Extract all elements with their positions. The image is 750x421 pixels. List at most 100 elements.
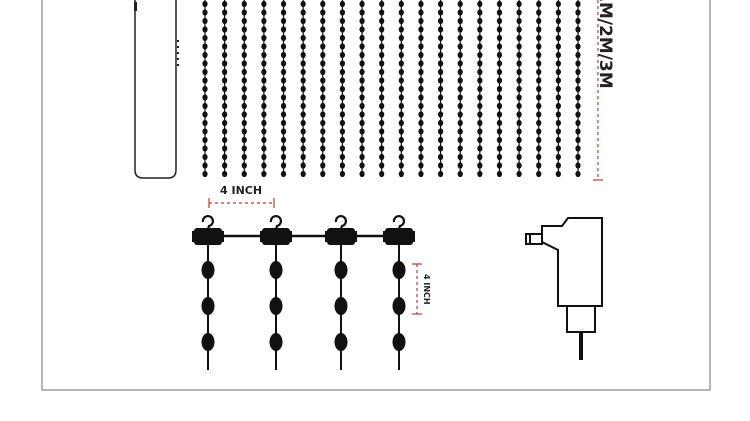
led-bulb bbox=[437, 94, 444, 101]
curtain-strand bbox=[437, 0, 444, 178]
led-bulb bbox=[222, 94, 228, 101]
led-bulb bbox=[202, 145, 208, 152]
led-bulb bbox=[555, 128, 561, 135]
led-bulb bbox=[241, 153, 247, 161]
led-bulb bbox=[418, 102, 424, 110]
led-bulb bbox=[202, 170, 208, 178]
led-bulb bbox=[261, 77, 267, 84]
led-bulb bbox=[437, 60, 444, 67]
led-bulb bbox=[516, 43, 522, 50]
led-bulb bbox=[418, 162, 424, 169]
led-bulb bbox=[575, 153, 581, 161]
led-bulb bbox=[398, 43, 404, 50]
led-bulb bbox=[437, 9, 444, 16]
curtain-strand bbox=[575, 0, 581, 178]
led-bulb bbox=[437, 0, 444, 8]
led-bulb bbox=[457, 0, 463, 8]
led-bulb bbox=[261, 43, 267, 50]
led-bulb bbox=[222, 119, 228, 127]
led-bulb bbox=[437, 34, 444, 42]
led-bulb bbox=[320, 170, 326, 178]
led-bulb bbox=[379, 153, 385, 161]
led-bulb bbox=[379, 85, 385, 93]
led-bulb bbox=[202, 111, 208, 118]
led-bulb bbox=[477, 60, 483, 67]
curtain-strand bbox=[418, 0, 424, 178]
led-bulb bbox=[477, 68, 483, 76]
led-bulb bbox=[398, 153, 404, 161]
led-bulb bbox=[418, 17, 424, 25]
led-bulb bbox=[339, 17, 346, 25]
led-bulb bbox=[477, 17, 483, 25]
led-bulb bbox=[280, 145, 287, 152]
led-bulb bbox=[516, 68, 522, 76]
led-bulb bbox=[418, 153, 424, 161]
led-bulb bbox=[280, 60, 287, 67]
led-bulb bbox=[575, 26, 581, 33]
led-bulb bbox=[202, 77, 208, 84]
led-bulb bbox=[379, 51, 385, 59]
led-bulb bbox=[555, 170, 561, 178]
led-bulb bbox=[300, 162, 306, 169]
led-bulb bbox=[339, 51, 346, 59]
led-bulb bbox=[379, 102, 385, 110]
led-bulb bbox=[555, 77, 561, 84]
led-bulb bbox=[379, 162, 385, 169]
led-bulb bbox=[339, 9, 346, 16]
led-bulb bbox=[269, 333, 283, 351]
led-bulb bbox=[241, 68, 247, 76]
led-bulb bbox=[222, 128, 228, 135]
led-bulb bbox=[359, 111, 365, 118]
curtain-strand bbox=[477, 0, 483, 178]
led-bulb bbox=[555, 68, 561, 76]
led-bulb bbox=[457, 162, 463, 169]
led-bulb bbox=[359, 145, 365, 152]
led-bulb bbox=[320, 17, 326, 25]
led-bulb bbox=[261, 170, 267, 178]
hook-icon bbox=[392, 215, 405, 230]
led-bulb bbox=[536, 60, 542, 67]
led-bulb bbox=[536, 111, 542, 118]
led-bulb bbox=[398, 162, 404, 169]
led-bulb bbox=[379, 43, 385, 50]
led-bulb bbox=[222, 102, 228, 110]
led-bulb bbox=[379, 0, 385, 8]
led-bulb bbox=[222, 111, 228, 118]
curtain-strand bbox=[280, 0, 287, 178]
led-bulb bbox=[359, 102, 365, 110]
led-bulb bbox=[496, 34, 503, 42]
connector-block bbox=[327, 228, 355, 245]
led-bulb bbox=[437, 85, 444, 93]
led-bulb bbox=[575, 85, 581, 93]
led-bulb bbox=[334, 261, 348, 279]
led-bulb bbox=[516, 102, 522, 110]
led-bulb bbox=[457, 170, 463, 178]
led-bulb bbox=[418, 51, 424, 59]
led-bulb bbox=[359, 17, 365, 25]
led-bulb bbox=[536, 94, 542, 101]
detail-strand bbox=[192, 215, 224, 370]
led-bulb bbox=[300, 34, 306, 42]
led-bulb bbox=[339, 94, 346, 101]
led-bulb bbox=[280, 162, 287, 169]
led-bulb bbox=[379, 60, 385, 67]
led-bulb bbox=[379, 77, 385, 84]
led-bulb bbox=[339, 162, 346, 169]
led-bulb bbox=[398, 128, 404, 135]
led-bulb bbox=[418, 43, 424, 50]
led-bulb bbox=[496, 102, 503, 110]
led-bulb bbox=[300, 51, 306, 59]
led-bulb bbox=[536, 0, 542, 8]
led-bulb bbox=[320, 60, 326, 67]
led-bulb bbox=[418, 26, 424, 33]
curtain-strand bbox=[359, 0, 365, 178]
vertical-spacing-dimension: 4 INCH bbox=[412, 263, 431, 315]
led-bulb bbox=[300, 145, 306, 152]
led-bulb bbox=[241, 51, 247, 59]
led-bulb bbox=[280, 119, 287, 127]
led-bulb bbox=[202, 51, 208, 59]
led-bulb bbox=[241, 102, 247, 110]
led-bulb bbox=[457, 136, 463, 144]
curtain-strand bbox=[379, 0, 385, 178]
led-bulb bbox=[575, 34, 581, 42]
